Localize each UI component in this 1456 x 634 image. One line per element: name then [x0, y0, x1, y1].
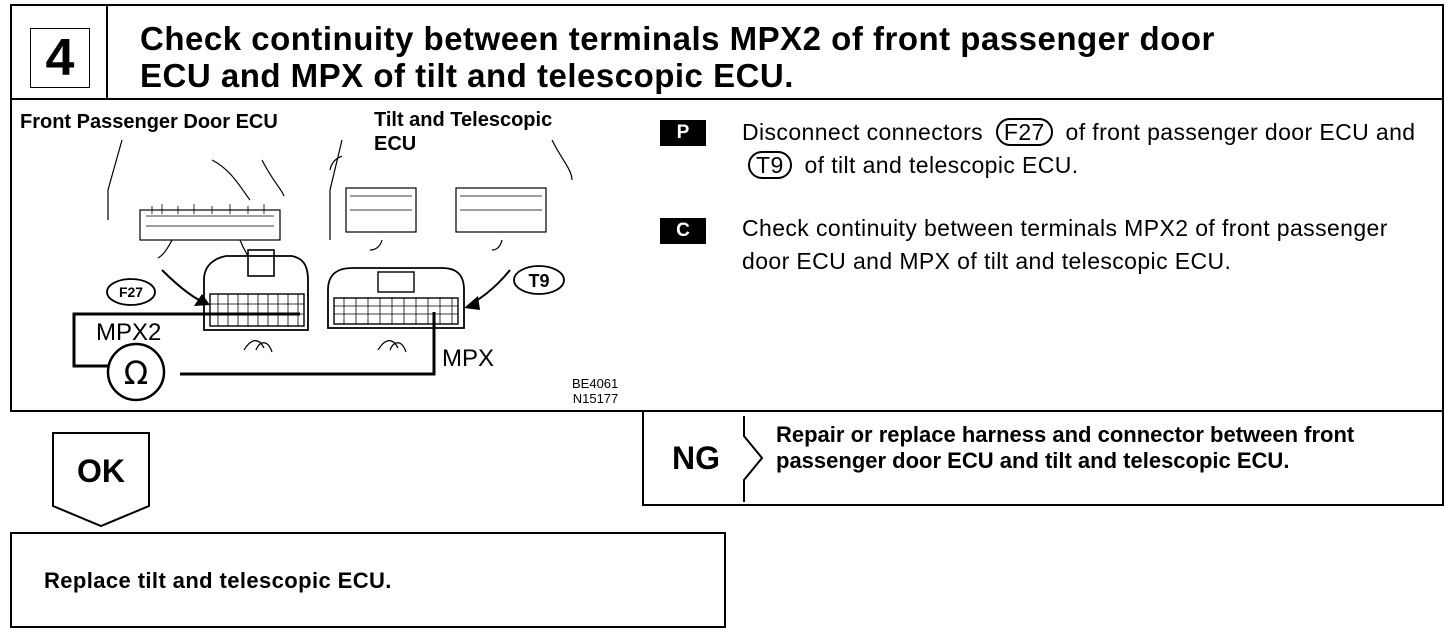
figure-code: BE4061 N15177 [572, 376, 619, 406]
ng-label: NG [672, 440, 720, 476]
connector-ref-f27: F27 [995, 118, 1053, 146]
connector-drawing: F27 T9 Ω MPX2 MPX [72, 139, 573, 402]
procedure-c-badge: C [660, 218, 706, 244]
step-title: Check continuity between terminals MPX2 … [140, 20, 1420, 94]
step-title-line-1: Check continuity between terminals MPX2 … [140, 20, 1215, 57]
label-front-passenger-door-ecu: Front Passenger Door ECU [20, 111, 278, 133]
connector-code-left: F27 [119, 284, 143, 300]
ok-label: OK [77, 453, 125, 489]
connector-code-right: T9 [528, 271, 549, 291]
ng-result-box: NG Repair or replace harness and connect… [642, 412, 1444, 506]
label-tilt-telescopic-ecu: Tilt and Telescopic ECU [374, 109, 553, 155]
connector-ref-t9: T9 [748, 151, 792, 179]
step-number: 4 [45, 29, 75, 87]
ok-arrow-icon [52, 432, 150, 528]
step-number-cell: 4 [12, 6, 108, 98]
step-header: 4 Check continuity between terminals MPX… [10, 4, 1444, 100]
ng-action-text: Repair or replace harness and connector … [776, 422, 1355, 473]
ng-arrow-icon [743, 416, 764, 502]
connector-illustration: F27 T9 Ω MPX2 MPX Front Passenger Door E… [10, 98, 644, 412]
procedure-c-text: Check continuity between terminals MPX2 … [742, 215, 1388, 274]
procedure-p-text: Disconnect connectors F27 of front passe… [742, 118, 1416, 179]
procedure-p-badge: P [660, 120, 706, 146]
ok-action-box: Replace tilt and telescopic ECU. [10, 532, 726, 628]
step-number-box: 4 [30, 28, 90, 88]
step-title-line-2: ECU and MPX of tilt and telescopic ECU. [140, 57, 794, 94]
ok-action-text: Replace tilt and telescopic ECU. [44, 568, 392, 593]
ohm-meter-symbol: Ω [124, 354, 148, 392]
terminal-label-mpx: MPX [442, 345, 494, 372]
terminal-label-mpx2: MPX2 [96, 319, 161, 346]
procedure-panel: P Disconnect connectors F27 of front pas… [642, 98, 1444, 412]
